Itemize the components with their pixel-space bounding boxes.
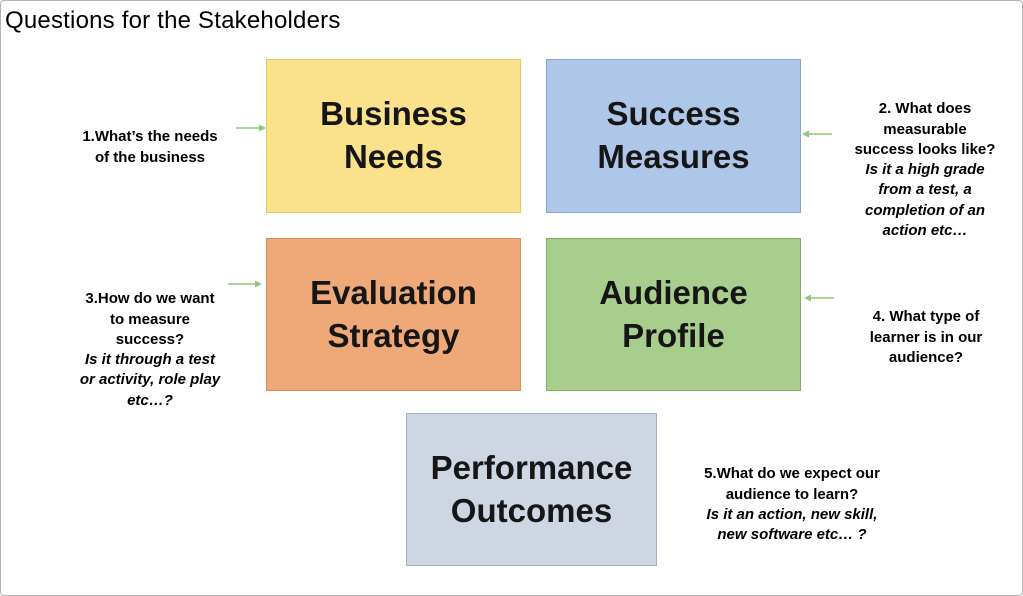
success-measures-label: Success Measures <box>597 95 750 175</box>
success-measures-box: Success Measures <box>546 59 801 213</box>
question-4-note: 4. What type of learner is in our audien… <box>837 287 1015 368</box>
question-3-example: Is it through a test or activity, role p… <box>79 351 221 409</box>
question-5-note: 5.What do we expect our audience to lear… <box>673 444 911 566</box>
question-3-text: 3.How do we want to measure success? <box>85 290 215 348</box>
arrow-left-icon <box>802 129 832 139</box>
question-3-note: 3.How do we want to measure success? Is … <box>59 269 241 431</box>
page-title: Questions for the Stakeholders <box>5 7 341 34</box>
question-4-text: 4. What type of learner is in our audien… <box>869 308 983 366</box>
arrow-right-icon <box>236 123 266 133</box>
evaluation-strategy-label: Evaluation Strategy <box>310 273 477 354</box>
question-5-example: Is it an action, new skill, new software… <box>706 505 878 543</box>
question-2-example: Is it a high grade from a test, a comple… <box>865 161 985 239</box>
business-needs-box: Business Needs <box>266 59 521 213</box>
evaluation-strategy-box: Evaluation Strategy <box>266 238 521 391</box>
question-1-note: 1.What’s the needs of the business <box>59 107 241 168</box>
question-2-note: 2. What does measurable success looks li… <box>834 79 1016 261</box>
business-needs-label: Business Needs <box>320 95 467 175</box>
performance-outcomes-box: Performance Outcomes <box>406 413 657 566</box>
question-5-text: 5.What do we expect our audience to lear… <box>704 465 880 503</box>
performance-outcomes-label: Performance Outcomes <box>430 448 633 529</box>
audience-profile-label: Audience Profile <box>599 273 748 354</box>
question-1-text: 1.What’s the needs of the business <box>82 128 218 166</box>
question-2-text: 2. What does measurable success looks li… <box>854 100 996 158</box>
arrow-left-icon <box>804 293 834 303</box>
audience-profile-box: Audience Profile <box>546 238 801 391</box>
arrow-right-icon <box>228 279 262 289</box>
